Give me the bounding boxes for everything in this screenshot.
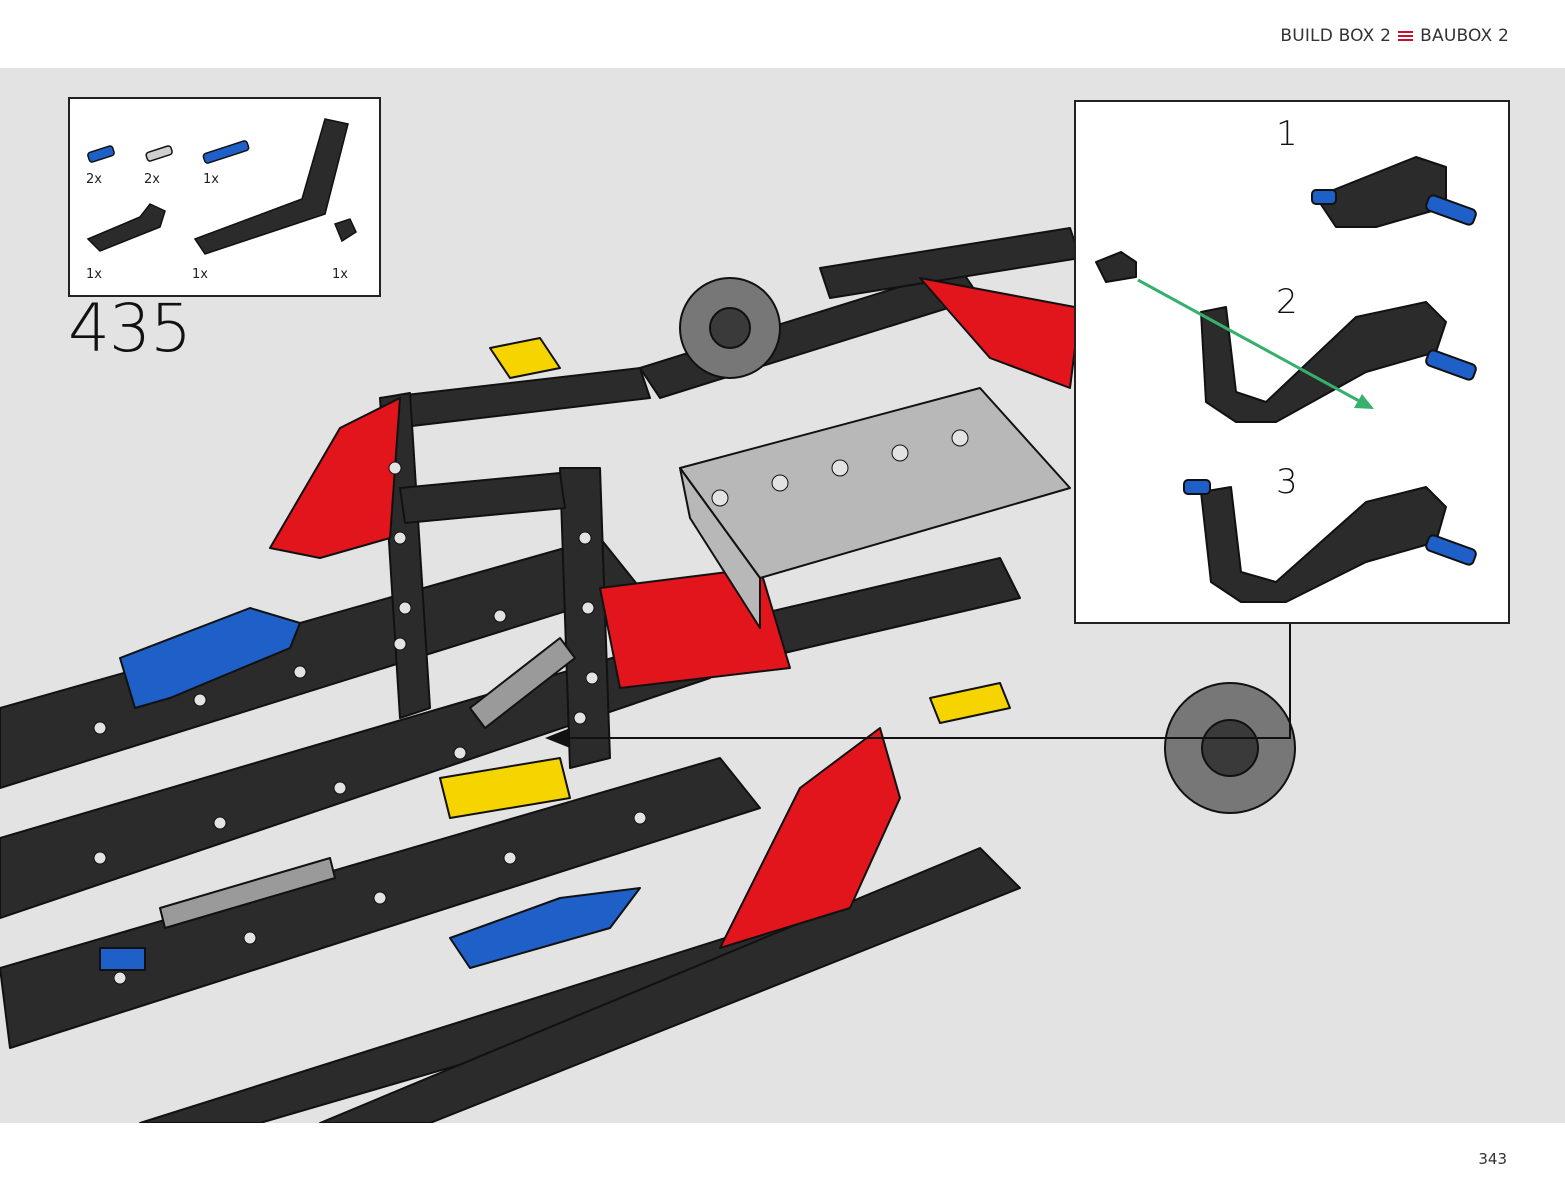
part-quantity: 2x <box>86 172 102 187</box>
sub-step-number: 3 <box>1276 462 1298 502</box>
sub-assembly-drawing <box>1095 156 1477 603</box>
black-bent-beam-icon <box>193 118 349 255</box>
page-header: BUILD BOX 2 BAUBOX 2 <box>0 0 1565 68</box>
blue-pin-icon <box>87 145 115 163</box>
sub-assembly-callout: 1 2 3 <box>1074 100 1510 624</box>
sub-step-number: 2 <box>1276 282 1298 322</box>
blue-long-pin-icon <box>202 140 250 164</box>
build-box-label: BUILD BOX 2 BAUBOX 2 <box>1280 26 1509 46</box>
part-quantity: 2x <box>144 172 160 187</box>
sub-step-number: 1 <box>1276 114 1298 154</box>
illustration-area: 2x 2x 1x 1x 1x 1x 435 <box>0 68 1565 1123</box>
part-quantity: 1x <box>332 267 348 282</box>
page-number: 343 <box>1478 1150 1507 1168</box>
car-chassis-illustration <box>0 227 1296 1123</box>
black-connector-icon <box>334 218 357 243</box>
build-box-de: BAUBOX 2 <box>1420 26 1509 46</box>
hamburger-icon <box>1398 30 1414 42</box>
black-l-beam-icon <box>86 203 166 252</box>
parts-drawing <box>86 118 357 255</box>
step-number: 435 <box>68 290 192 367</box>
part-quantity: 1x <box>192 267 208 282</box>
part-quantity: 1x <box>86 267 102 282</box>
build-box-en: BUILD BOX 2 <box>1280 26 1392 46</box>
parts-list-box: 2x 2x 1x 1x 1x 1x <box>68 97 381 297</box>
gray-axle-pin-icon <box>145 145 173 162</box>
part-quantity: 1x <box>203 172 219 187</box>
